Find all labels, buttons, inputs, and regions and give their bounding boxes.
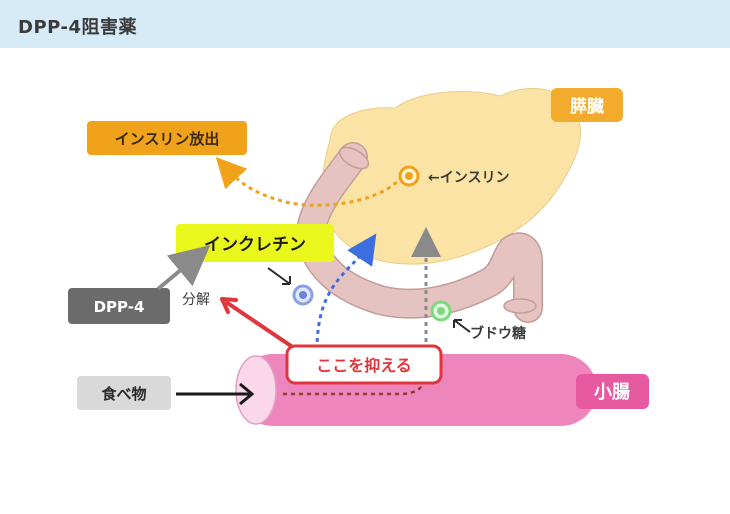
duct-opening-top bbox=[338, 146, 370, 170]
inhibit-arrowhead bbox=[220, 297, 238, 314]
small-intestine-label: 小腸 bbox=[594, 382, 630, 403]
page-title: DPP-4阻害薬 bbox=[18, 17, 138, 38]
pancreatic-duct-inner bbox=[298, 143, 542, 322]
incretin-box bbox=[176, 224, 334, 262]
inhibit-here-label: ここを抑える bbox=[316, 356, 412, 375]
insulin-release-label: インスリン放出 bbox=[115, 130, 220, 148]
insulin-release-box bbox=[87, 121, 247, 155]
page-header: DPP-4阻害薬 bbox=[0, 0, 730, 48]
food-arrowhead bbox=[239, 382, 255, 406]
small-intestine-opening bbox=[235, 355, 277, 425]
insulin-label: ←インスリン bbox=[428, 170, 509, 186]
incretin-secretion-arrow bbox=[315, 233, 377, 351]
food-box bbox=[77, 376, 171, 410]
dpp4-to-incretin-arrow bbox=[156, 245, 211, 291]
incretin-pointer-arrow bbox=[267, 267, 291, 285]
small-intestine-tag bbox=[576, 374, 649, 409]
incretin-label: インクレチン bbox=[204, 235, 306, 255]
insulin-release-arrow bbox=[215, 157, 404, 207]
insulin-dot-core bbox=[405, 172, 413, 180]
inhibit-arrow bbox=[224, 300, 302, 354]
duct-opening-bottom bbox=[503, 298, 537, 314]
dpp4-box bbox=[68, 288, 170, 324]
glucose-dot-core bbox=[437, 307, 445, 315]
dpp4-label: DPP-4 bbox=[94, 298, 145, 316]
glucose-pointer-arrow bbox=[453, 319, 471, 333]
pancreas-body bbox=[321, 87, 581, 265]
glucose-label: ブドウ糖 bbox=[470, 325, 526, 342]
food-label: 食べ物 bbox=[101, 385, 146, 403]
incretin-dot-core bbox=[299, 291, 307, 299]
pancreas-label: 膵臓 bbox=[570, 96, 604, 117]
pancreas-tag bbox=[551, 88, 623, 122]
inhibit-here-box bbox=[285, 344, 443, 385]
breakdown-label: 分解 bbox=[182, 292, 210, 308]
